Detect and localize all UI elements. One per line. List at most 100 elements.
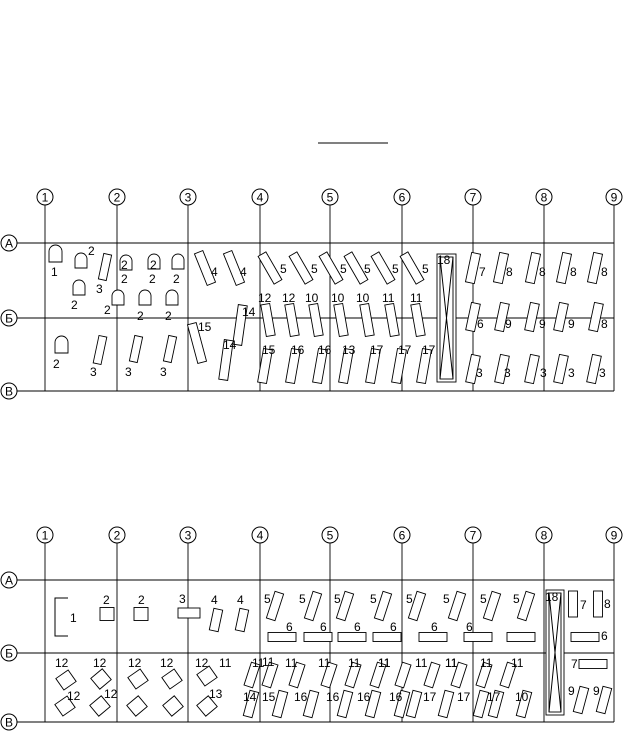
machine-outline <box>302 689 320 719</box>
machine-outline <box>99 607 115 621</box>
machine-outline <box>92 334 108 366</box>
furnace-outline <box>171 253 185 270</box>
furnace-outline <box>165 289 179 306</box>
equipment-label: 2 <box>71 298 78 312</box>
equipment-label: 11 <box>285 656 298 670</box>
machine-outline <box>54 695 76 717</box>
equipment-label: 8 <box>604 597 611 611</box>
bottom-row-axis-label: А <box>5 574 13 588</box>
bottom-column-axis-marker <box>179 526 197 544</box>
machine-outline <box>447 590 467 622</box>
top-column-axis-marker <box>321 188 339 206</box>
equipment-label: 2 <box>173 272 180 286</box>
equipment-label: 15 <box>198 320 212 334</box>
crane-diagonal <box>548 592 562 713</box>
top-column-axis-marker <box>464 188 482 206</box>
machine-outline <box>318 251 344 285</box>
machine-outline <box>410 302 426 338</box>
top-column-axis-marker <box>108 188 126 206</box>
machine-outline <box>128 334 144 364</box>
equipment-label: 5 <box>264 592 271 606</box>
equipment-label: 12 <box>128 656 142 670</box>
equipment-label: 5 <box>334 592 341 606</box>
machine-outline <box>399 251 425 285</box>
machine-outline <box>232 304 248 346</box>
machine-outline <box>463 632 493 642</box>
equipment-label: 12 <box>93 656 107 670</box>
equipment-label: 2 <box>150 258 157 272</box>
machine-outline <box>570 632 600 642</box>
equipment-label: 12 <box>258 291 272 305</box>
bottom-column-axis-marker <box>393 526 411 544</box>
equipment-label: 3 <box>125 365 132 379</box>
equipment-label: 3 <box>90 365 97 379</box>
crane-diagonal <box>439 256 454 380</box>
machine-outline <box>133 607 149 621</box>
equipment-label: 12 <box>160 656 174 670</box>
bottom-column-axis-marker <box>605 526 623 544</box>
machine-outline <box>222 249 246 287</box>
machine-outline <box>568 590 578 618</box>
machine-outline <box>308 302 324 338</box>
equipment-label: 15 <box>262 343 276 357</box>
equipment-label: 5 <box>406 592 413 606</box>
furnace-outline <box>111 289 125 306</box>
equipment-label: 18 <box>545 590 559 604</box>
machine-outline <box>243 661 261 689</box>
equipment-label: 11 <box>318 656 331 670</box>
equipment-label: 6 <box>320 620 327 634</box>
equipment-label: 17 <box>487 690 501 704</box>
bottom-column-axis-label: 8 <box>541 529 548 543</box>
equipment-label: 2 <box>53 357 60 371</box>
machine-outline <box>516 590 536 622</box>
furnace-outline <box>48 244 63 263</box>
equipment-label: 6 <box>601 629 608 643</box>
equipment-label: 16 <box>357 690 371 704</box>
equipment-label: 11 <box>219 656 232 670</box>
equipment-label: 3 <box>599 366 606 380</box>
equipment-label: 3 <box>540 366 547 380</box>
machine-outline <box>196 665 218 687</box>
equipment-label: 11 <box>378 656 391 670</box>
equipment-label: 14 <box>223 338 237 352</box>
machine-outline <box>586 353 602 385</box>
machine-outline <box>196 695 218 717</box>
bottom-column-axis-label: 2 <box>114 529 121 543</box>
equipment-label: 9 <box>568 684 575 698</box>
equipment-label: 15 <box>262 690 276 704</box>
equipment-label: 2 <box>149 272 156 286</box>
equipment-label: 17 <box>457 690 471 704</box>
equipment-label: 16 <box>294 690 308 704</box>
equipment-label: 8 <box>601 265 608 279</box>
machine-outline <box>464 251 482 285</box>
furnace-outline <box>74 252 88 269</box>
top-column-axis-marker <box>535 188 553 206</box>
top-column-axis-label: 5 <box>327 191 334 205</box>
equipment-label: 16 <box>318 343 332 357</box>
equipment-label: 5 <box>370 592 377 606</box>
equipment-label: 5 <box>422 262 429 276</box>
machine-outline <box>553 301 569 333</box>
equipment-label: 12 <box>67 689 81 703</box>
machine-outline <box>482 590 502 622</box>
equipment-label: 5 <box>392 262 399 276</box>
equipment-label: 17 <box>398 343 412 357</box>
furnace-outline <box>119 254 133 271</box>
equipment-label: 11 <box>445 656 458 670</box>
equipment-label: 3 <box>160 365 167 379</box>
bottom-column-axis-marker <box>464 526 482 544</box>
equipment-label: 16 <box>326 690 340 704</box>
equipment-label: 3 <box>504 366 511 380</box>
machine-outline <box>288 661 306 689</box>
bottom-column-axis-label: 1 <box>42 529 49 543</box>
machine-outline <box>55 669 77 691</box>
machine-outline <box>373 590 393 622</box>
machine-outline <box>257 347 273 385</box>
equipment-label: 1 <box>70 611 77 625</box>
machine-outline <box>494 353 510 385</box>
equipment-label: 8 <box>506 265 513 279</box>
bracket-outline <box>54 597 62 637</box>
furnace-outline <box>147 253 161 270</box>
equipment-label: 6 <box>477 317 484 331</box>
